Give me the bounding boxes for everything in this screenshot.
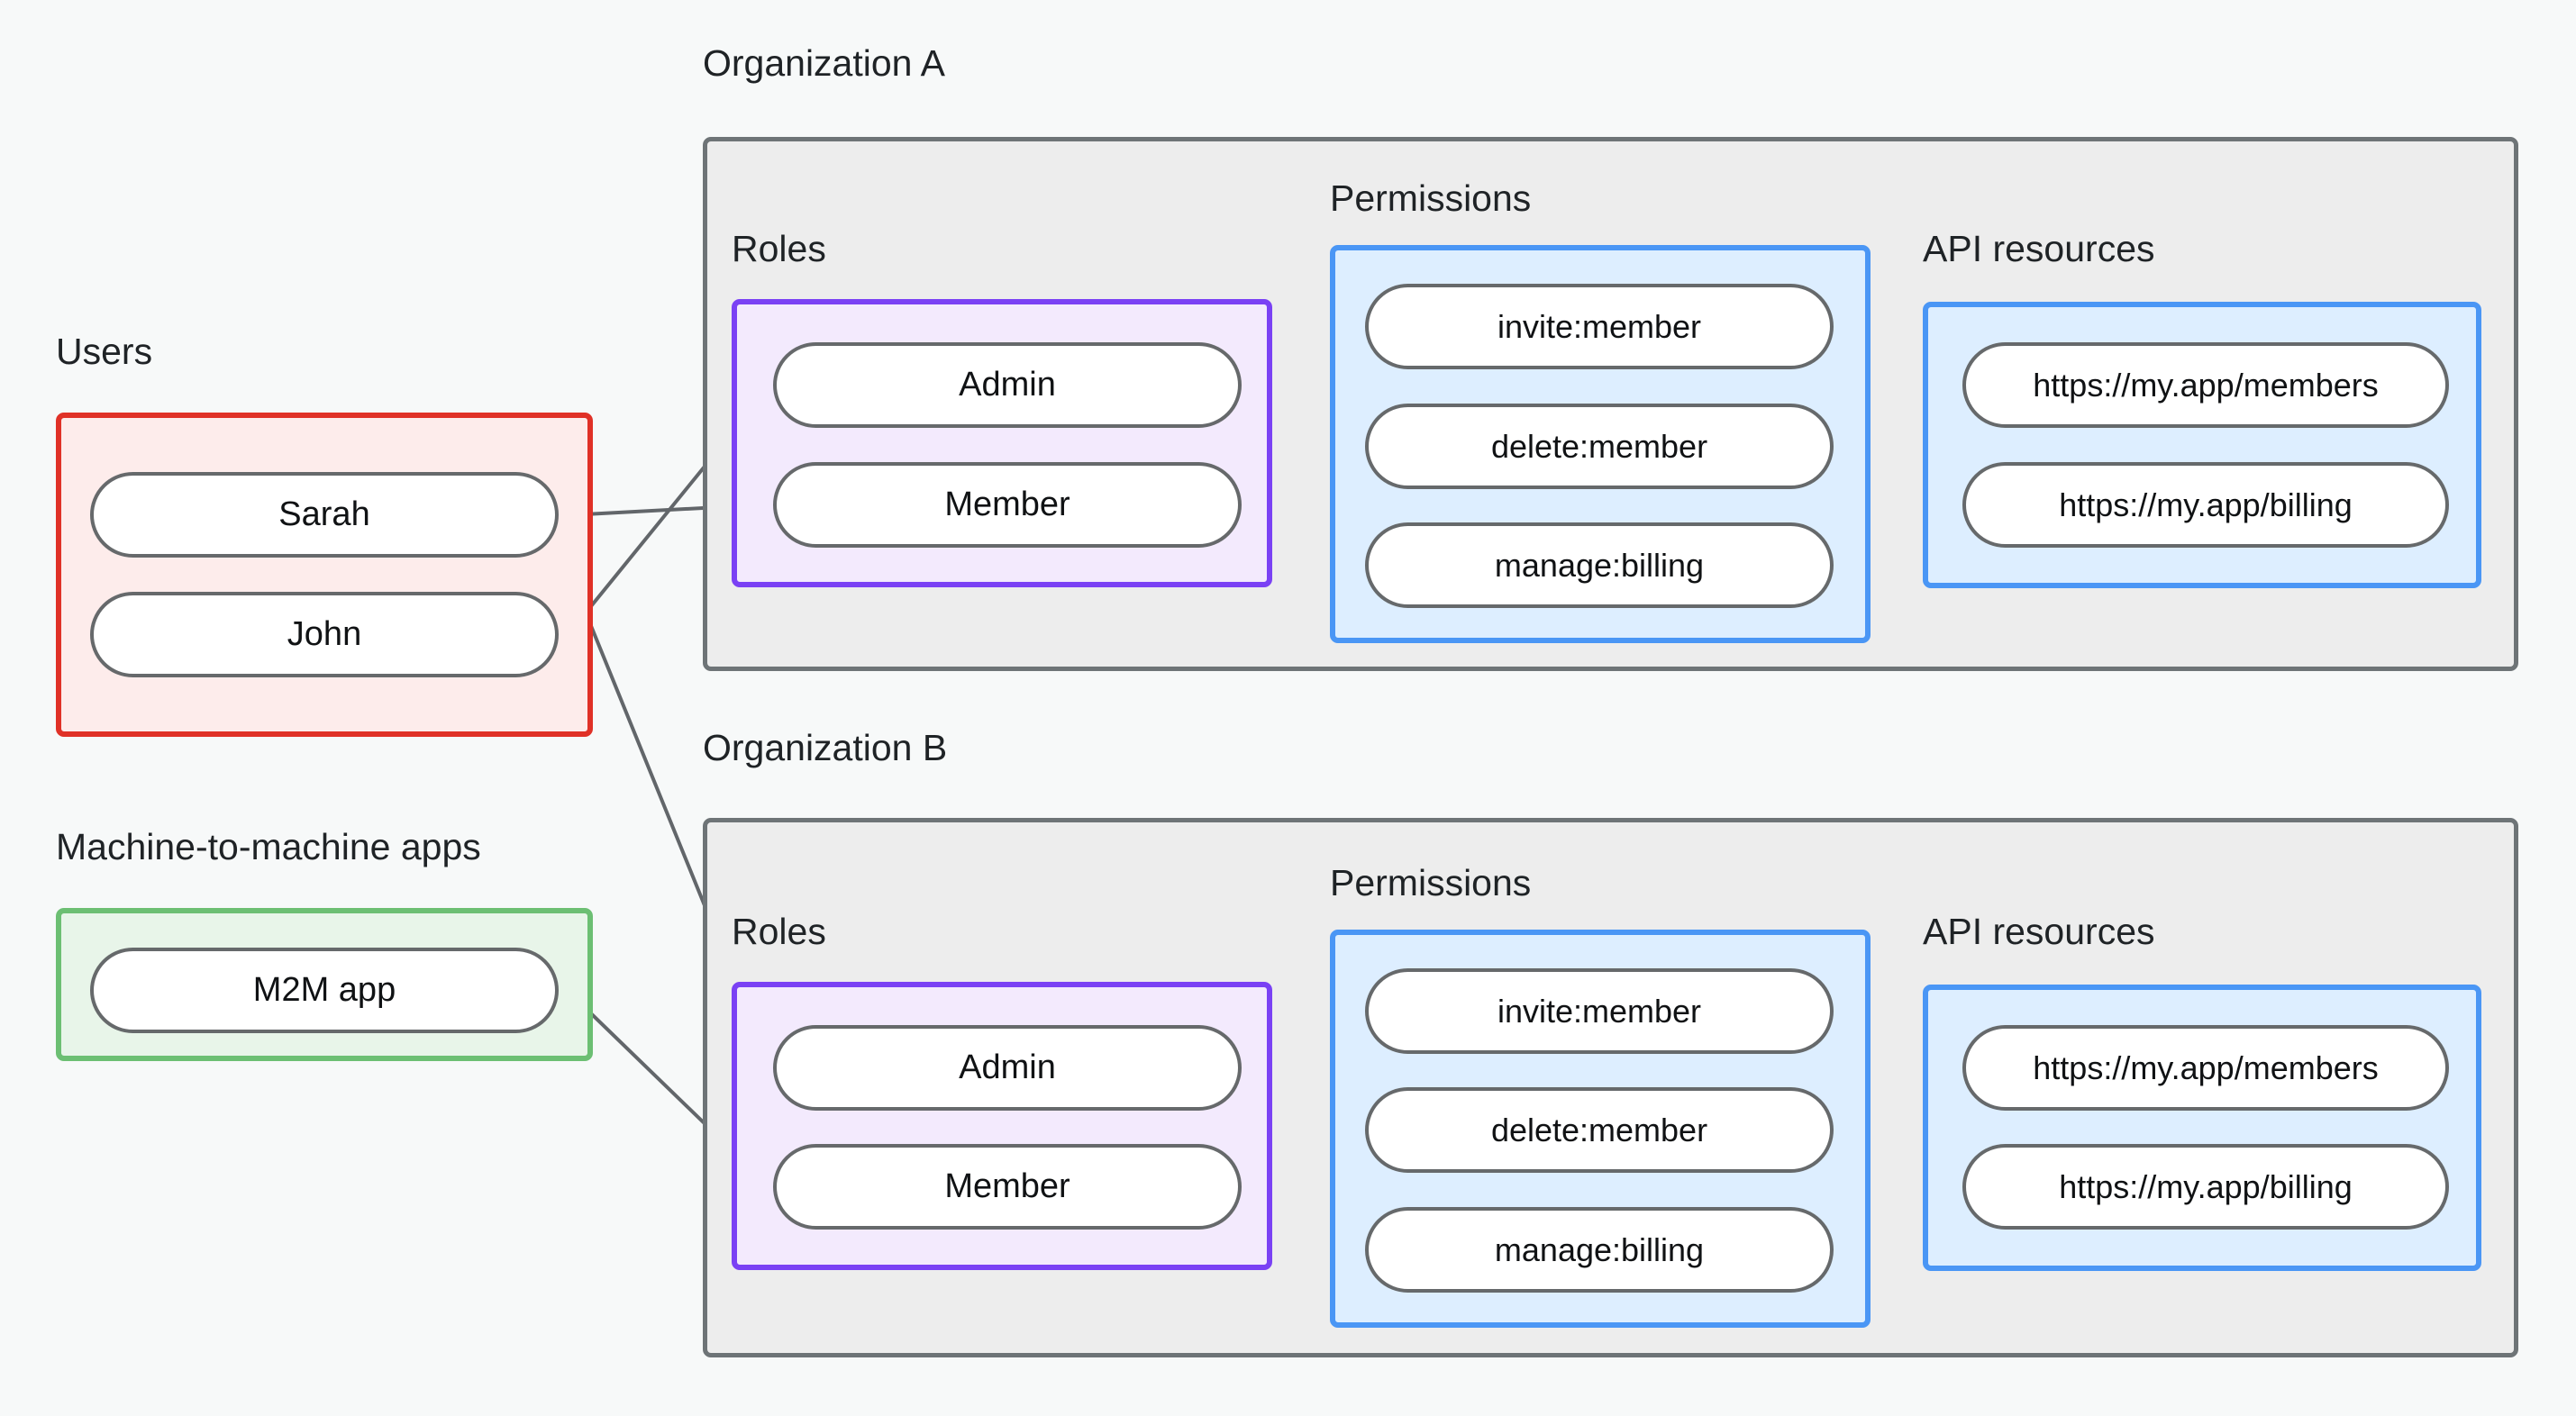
org-a-api-resource-billing[interactable]: https://my.app/billing <box>1962 462 2449 548</box>
org-b-permission-manage-billing[interactable]: manage:billing <box>1365 1207 1834 1293</box>
org-b-label: Organization B <box>703 727 948 768</box>
org-b-permissions-label: Permissions <box>1330 862 1532 903</box>
org-a-roles-label: Roles <box>732 228 826 269</box>
org-b-roles-label: Roles <box>732 911 826 952</box>
org-a-label: Organization A <box>703 42 945 84</box>
org-a-permission-invite-member[interactable]: invite:member <box>1365 284 1834 369</box>
org-a-api-resources-label: API resources <box>1923 228 2155 269</box>
org-b-permission-invite-member[interactable]: invite:member <box>1365 968 1834 1054</box>
user-node-john[interactable]: John <box>90 592 559 677</box>
org-b-role-member[interactable]: Member <box>773 1144 1242 1230</box>
org-b-api-resource-members[interactable]: https://my.app/members <box>1962 1025 2449 1111</box>
user-node-sarah[interactable]: Sarah <box>90 472 559 558</box>
org-a-permission-delete-member[interactable]: delete:member <box>1365 404 1834 489</box>
m2m-node-app[interactable]: M2M app <box>90 948 559 1033</box>
m2m-group-label: Machine-to-machine apps <box>56 826 481 867</box>
users-group-label: Users <box>56 331 153 372</box>
org-a-permission-manage-billing[interactable]: manage:billing <box>1365 522 1834 608</box>
org-a-permissions-label: Permissions <box>1330 177 1532 219</box>
org-a-api-resource-members[interactable]: https://my.app/members <box>1962 342 2449 428</box>
org-a-role-member[interactable]: Member <box>773 462 1242 548</box>
org-b-role-admin[interactable]: Admin <box>773 1025 1242 1111</box>
users-box <box>56 413 593 737</box>
org-b-api-resources-label: API resources <box>1923 911 2155 952</box>
org-b-permission-delete-member[interactable]: delete:member <box>1365 1087 1834 1173</box>
org-b-api-resource-billing[interactable]: https://my.app/billing <box>1962 1144 2449 1230</box>
org-a-role-admin[interactable]: Admin <box>773 342 1242 428</box>
